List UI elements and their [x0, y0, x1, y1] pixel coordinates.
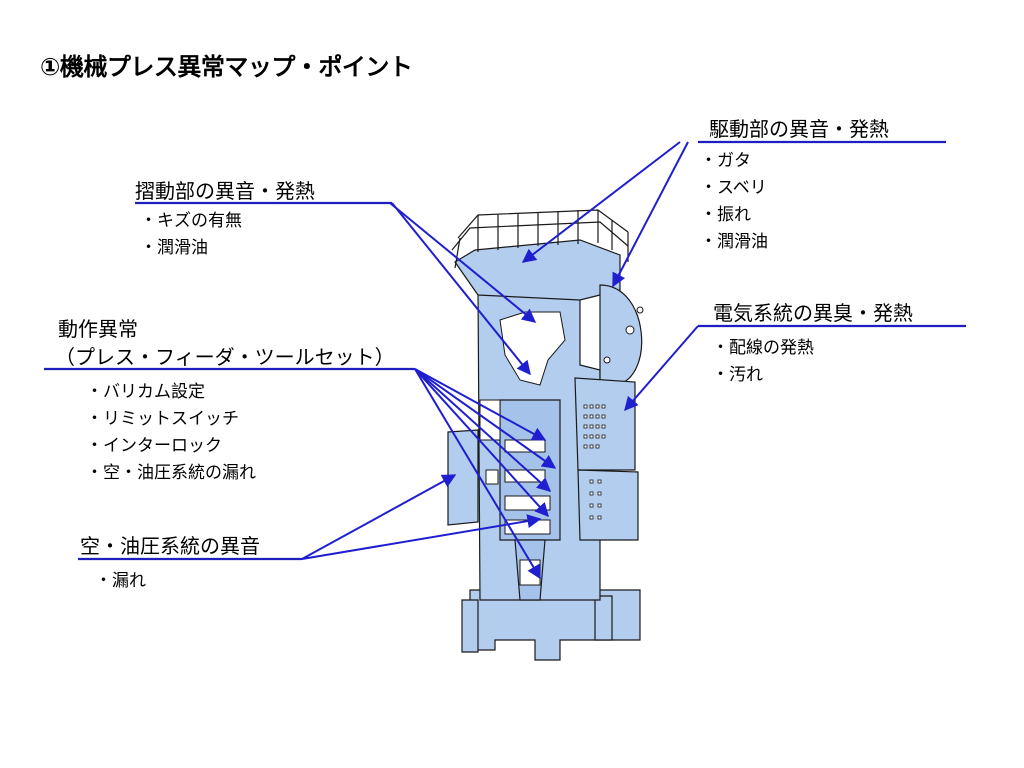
page-title: ①機械プレス異常マップ・ポイント [40, 53, 413, 81]
list-item: ・汚れ [712, 365, 763, 385]
list-item: ・空・油圧系統の漏れ [86, 463, 256, 483]
operation-label-line1: 動作異常 [58, 317, 138, 341]
list-item: ・潤滑油 [140, 238, 208, 258]
list-item: ・潤滑油 [700, 232, 768, 252]
electric-label: 電気系統の異臭・発熱 [713, 301, 913, 325]
callout-underlines [44, 140, 966, 561]
drive-items: ・ガタ ・スベリ ・振れ ・潤滑油 [700, 148, 768, 256]
list-item: ・振れ [700, 205, 751, 225]
operation-items: ・バリカム設定 ・リミットスイッチ ・インターロック ・空・油圧系統の漏れ [86, 379, 256, 487]
control-panel-buttons [583, 404, 606, 520]
list-item: ・漏れ [95, 571, 146, 591]
list-item: ・ガタ [700, 151, 751, 171]
slide-items: ・キズの有無 ・潤滑油 [140, 208, 242, 262]
list-item: ・リミットスイッチ [86, 409, 239, 429]
machine-body [447, 209, 643, 661]
hydraulic-label: 空・油圧系統の異音 [80, 534, 260, 558]
hydraulic-items: ・漏れ [95, 568, 146, 595]
list-item: ・インターロック [86, 436, 222, 456]
slide-label: 摺動部の異音・発熱 [135, 179, 315, 203]
list-item: ・配線の発熱 [712, 338, 814, 358]
machine-details [479, 306, 644, 586]
operation-label-line2: （プレス・フィーダ・ツールセット） [55, 345, 395, 369]
list-item: ・キズの有無 [140, 211, 242, 231]
drive-label: 駆動部の異音・発熱 [709, 117, 889, 141]
callout-leaders [301, 141, 699, 580]
list-item: ・バリカム設定 [86, 382, 205, 402]
electric-items: ・配線の発熱 ・汚れ [712, 335, 814, 389]
list-item: ・スベリ [700, 178, 767, 198]
